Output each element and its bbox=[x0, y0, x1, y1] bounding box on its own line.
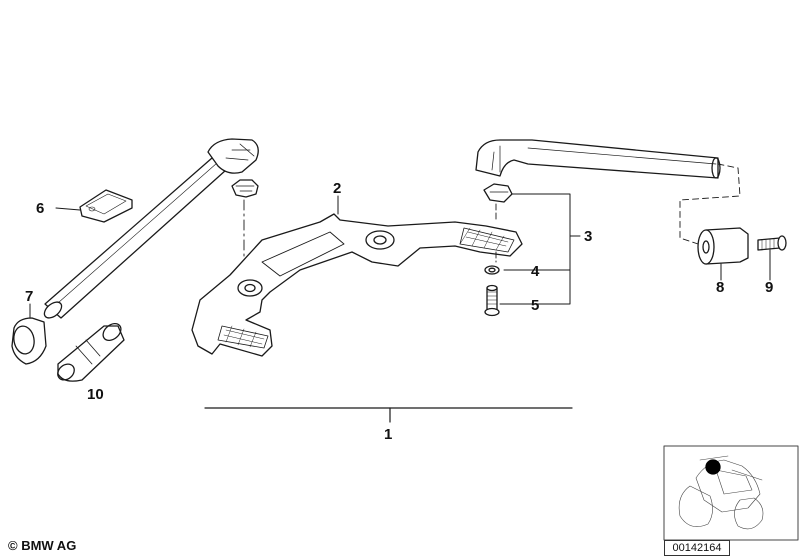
sleeve-part bbox=[11, 317, 47, 365]
footrest-bracket bbox=[191, 213, 523, 357]
callout-6: 6 bbox=[36, 200, 45, 217]
left-handle-bar bbox=[43, 138, 259, 319]
emblem-plate bbox=[79, 189, 133, 223]
right-handle-bar bbox=[475, 139, 721, 179]
callout-2: 2 bbox=[333, 180, 342, 197]
connector-dashed-line bbox=[679, 163, 741, 245]
plug-part bbox=[57, 322, 125, 382]
motorcycle-thumbnail bbox=[678, 455, 764, 530]
bolt-part bbox=[484, 284, 500, 317]
spacer-part bbox=[697, 227, 749, 265]
copyright-text: © BMW AG bbox=[8, 538, 77, 553]
callout-8: 8 bbox=[716, 279, 725, 296]
washer-part bbox=[484, 265, 500, 275]
callout-4: 4 bbox=[531, 263, 540, 280]
screw-part bbox=[757, 235, 787, 251]
reference-number: 00142164 bbox=[664, 540, 730, 556]
callout-3: 3 bbox=[584, 228, 593, 245]
callout-9: 9 bbox=[765, 279, 774, 296]
right-nut bbox=[483, 183, 513, 203]
callout-7: 7 bbox=[25, 288, 34, 305]
left-nut bbox=[231, 179, 259, 198]
callout-1: 1 bbox=[384, 426, 393, 443]
callout-5: 5 bbox=[531, 297, 540, 314]
callout-10: 10 bbox=[87, 386, 104, 403]
location-marker-icon bbox=[705, 459, 721, 475]
